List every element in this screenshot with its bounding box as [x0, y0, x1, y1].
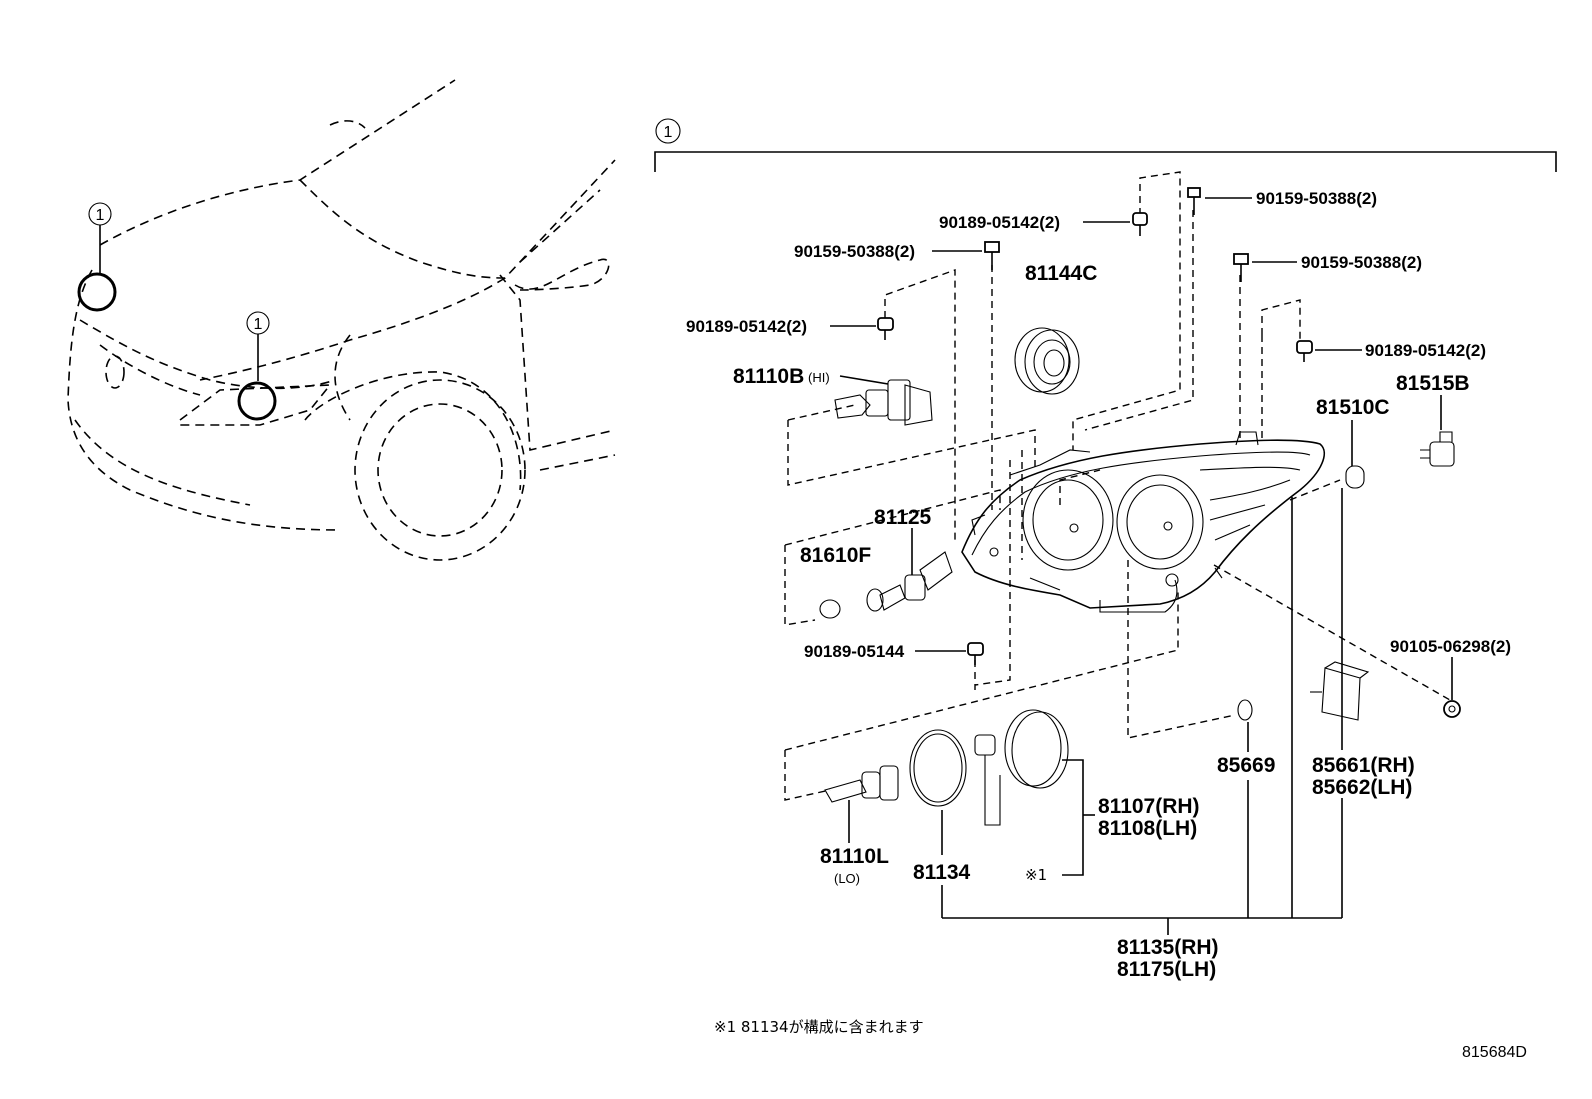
- part-label-81134: 81134: [913, 861, 971, 884]
- socket-icon: [1420, 431, 1455, 467]
- part-label-90189-05142-left: 90189-05142(2): [686, 317, 807, 336]
- note-reference-mark: ※1: [1025, 866, 1047, 884]
- part-label-81135: 81135(RH): [1117, 936, 1219, 959]
- screw-icon: [984, 241, 1000, 270]
- part-label-90189-05144: 90189-05144: [804, 642, 905, 661]
- wire-socket-icon: [866, 551, 953, 612]
- part-label-81510C: 81510C: [1316, 396, 1390, 419]
- hi-beam-bulb-icon: [834, 379, 933, 426]
- headlamp-housing-drawing: [961, 431, 1325, 613]
- nut-icon: [1443, 700, 1461, 718]
- part-glyphs: [819, 187, 1461, 826]
- part-labels: 90159-50388(2) 90189-05142(2) 90159-5038…: [686, 189, 1511, 981]
- screw-icon: [1187, 187, 1201, 215]
- gasket-ring-icon: [909, 729, 967, 807]
- vehicle-front-sketch: [67, 79, 616, 561]
- part-label-81610F: 81610F: [800, 544, 871, 567]
- part-label-81110B-hi: (HI): [808, 370, 830, 385]
- assembly-bracket: 1: [654, 118, 1557, 172]
- vehicle-callout-left: 1: [77, 202, 117, 312]
- leader-lines: [830, 197, 1453, 935]
- part-label-90189-05142-right: 90189-05142(2): [1365, 341, 1486, 360]
- clip-icon: [967, 642, 984, 665]
- part-label-81110L: 81110L: [820, 845, 889, 868]
- part-label-81515B: 81515B: [1396, 372, 1470, 395]
- part-label-90105-06298: 90105-06298(2): [1390, 637, 1511, 656]
- part-label-81175: 81175(LH): [1117, 958, 1216, 981]
- part-label-81107: 81107(RH): [1098, 795, 1200, 818]
- bulb-cover-icon: [974, 709, 1069, 826]
- grommet-seal-icon: [1014, 327, 1080, 395]
- part-label-81110L-lo: (LO): [834, 871, 860, 886]
- footnote: ※1 81134が構成に含まれます: [714, 1018, 924, 1036]
- part-label-90159-50388-right: 90159-50388(2): [1301, 253, 1422, 272]
- lo-beam-bulb-icon: [824, 765, 899, 803]
- part-label-85669: 85669: [1217, 754, 1275, 777]
- small-bulb-icon: [1345, 420, 1365, 489]
- leader-guides-dashed: [784, 171, 1451, 801]
- leveling-motor-icon: [1310, 661, 1370, 721]
- clip-icon: [877, 317, 894, 340]
- drawing-number: 815684D: [1462, 1044, 1527, 1061]
- part-label-81125: 81125: [874, 506, 932, 529]
- part-label-81144C: 81144C: [1025, 262, 1097, 285]
- o-ring-icon: [1237, 699, 1253, 721]
- screw-icon: [1233, 253, 1249, 282]
- callout-number: 1: [96, 207, 105, 224]
- clip-icon: [1132, 212, 1148, 236]
- part-label-90159-50388-top: 90159-50388(2): [1256, 189, 1377, 208]
- part-label-90189-05142-top: 90189-05142(2): [939, 213, 1060, 232]
- clip-icon: [1296, 340, 1313, 362]
- part-label-85661: 85661(RH): [1312, 754, 1415, 777]
- bracket-callout-number: 1: [664, 124, 673, 141]
- part-label-85662: 85662(LH): [1312, 776, 1412, 799]
- part-label-81110B: 81110B: [733, 365, 804, 388]
- small-bulb-icon: [819, 599, 841, 619]
- part-label-81108: 81108(LH): [1098, 817, 1197, 840]
- callout-number: 1: [254, 316, 263, 333]
- part-label-90159-50388-left: 90159-50388(2): [794, 242, 915, 261]
- vehicle-callout-right: 1: [237, 311, 277, 421]
